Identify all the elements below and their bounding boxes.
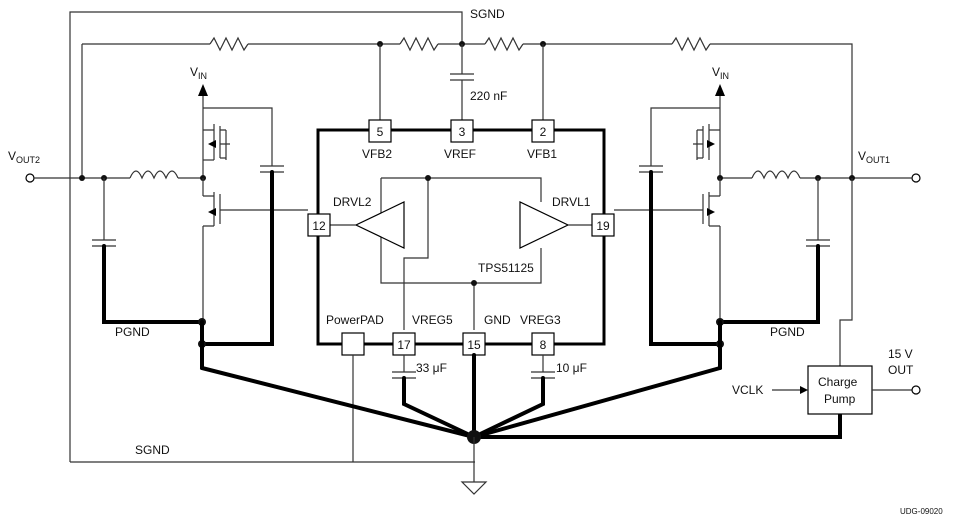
pin-5-number: 5 [377,125,384,139]
star-ground [200,353,842,495]
document-id: UDG-09020 [900,507,943,516]
pgnd-right-label: PGND [770,325,805,339]
right-power-stage [614,84,921,370]
charge-pump [772,178,921,415]
pin-2-number: 2 [540,125,547,139]
pin-19 [591,213,615,237]
cap-10uf-label: 10 μF [556,361,587,375]
vref-label: VREF [444,147,476,161]
out-15v-label-1: 15 V [888,347,913,361]
vfb1-label: VFB1 [527,147,557,161]
vreg3-label: VREG3 [520,313,561,327]
pin-8-number: 8 [540,338,547,352]
vin-left-label: VIN [190,65,207,81]
powerpad-pin [341,332,365,356]
pin-3 [450,119,474,143]
chip-name: TPS51125 [478,261,534,275]
pin-19-number: 19 [596,219,610,233]
pin-12 [307,213,331,237]
sgnd-top-label: SGND [470,7,505,21]
vclk-label: VCLK [732,383,763,397]
drvl1-driver [519,201,570,249]
out-15v-label-2: OUT [888,363,914,377]
drvl2-driver [354,201,405,249]
cap-220nf-label: 220 nF [470,89,507,103]
charge-pump-label-1: Charge [818,375,858,389]
pgnd-left-label: PGND [115,325,150,339]
cap-33uf-label: 33 μF [416,361,447,375]
vreg-caps [352,355,555,462]
pin-17-number: 17 [397,338,411,352]
pin-12-number: 12 [312,219,326,233]
gnd-label: GND [484,313,511,327]
pin-15-number: 15 [467,338,481,352]
charge-pump-label-2: Pump [824,392,856,406]
pin-5 [368,119,392,143]
sgnd-bottom-label: SGND [135,443,170,457]
feedback-network [81,36,853,178]
pin-2 [531,119,555,143]
ic-internal-wiring [380,175,542,330]
charge-pump-box [807,365,873,415]
vreg5-label: VREG5 [412,313,453,327]
ic-body [316,128,606,346]
vout2-label: VOUT2 [8,149,40,165]
vin-right-label: VIN [712,65,729,81]
vout1-label: VOUT1 [858,149,890,165]
powerpad-label: PowerPAD [326,313,384,327]
sgnd-net [69,11,475,463]
pin-3-number: 3 [459,125,466,139]
left-power-stage [25,84,308,370]
drvl1-label: DRVL1 [552,195,591,209]
drvl2-label: DRVL2 [333,195,372,209]
vfb2-label: VFB2 [362,147,392,161]
